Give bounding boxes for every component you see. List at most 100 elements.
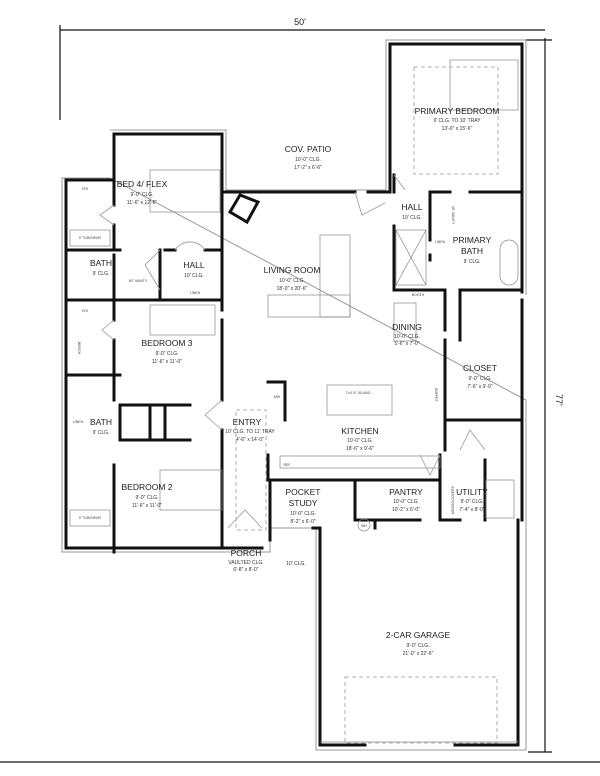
room-ceiling: 9' CLG. TO 10' TRAY — [433, 118, 481, 124]
room-name: BATH — [90, 417, 112, 427]
room-size: 5'-6" x 7'-0" — [394, 341, 419, 347]
linen-label: LINEN — [435, 240, 446, 244]
room-ceiling: 9'-0" CLG. — [130, 192, 153, 198]
porch-ceiling-note: 10' CLG. — [286, 561, 306, 567]
dimension-lines — [59, 25, 552, 753]
room-name: BED 4/ FLEX — [117, 179, 168, 189]
room-size: 18'-6" x 9'-6" — [346, 446, 374, 452]
room-ceiling: 10'-0" CLG. — [394, 334, 420, 340]
linen-label: LINEN — [73, 420, 84, 424]
room-name: COV. PATIO — [285, 144, 332, 154]
bench-label: BENCH — [77, 342, 81, 355]
room-pantry: PANTRY 10'-0" CLG. 10'-2" x 6'-0" — [389, 487, 423, 513]
room-name: ENTRY — [233, 417, 262, 427]
room-hall-1: HALL 10' CLG. — [183, 260, 205, 279]
room-kitchen: KITCHEN 10'-0" CLG. 18'-6" x 9'-6" — [341, 426, 378, 452]
tub-label: 5' TUB/SHWR — [79, 516, 102, 520]
room-name: 2-CAR GARAGE — [386, 630, 451, 640]
room-pocket-study: POCKET STUDY 10'-0" CLG. 8'-2" x 6'-0" — [286, 487, 321, 525]
room-size: 21'-0" x 22'-6" — [403, 651, 434, 657]
room-living: LIVING ROOM 10'-0" CLG. 18'-0" x 20'-6" — [264, 265, 321, 292]
room-bedroom-3: BEDROOM 3 9'-0" CLG. 11'-6" x 11'-0" — [141, 338, 192, 365]
room-garage: 2-CAR GARAGE 9'-0" CLG. 21'-0" x 22'-6" — [386, 630, 451, 657]
room-name: DINING — [392, 322, 422, 332]
room-bath-1: BATH 9' CLG. — [90, 258, 112, 277]
room-name: PANTRY — [389, 487, 423, 497]
room-bedroom-2: BEDROOM 2 9'-0" CLG. 11'-6" x 11'-0" — [121, 482, 172, 509]
rs-label: R/S — [82, 187, 89, 191]
width-dimension: 50' — [294, 17, 306, 27]
vanity-label: 40" VANITY — [451, 206, 455, 225]
room-name: PRIMARY — [453, 235, 492, 245]
room-name: PRIMARY BEDROOM — [415, 106, 500, 116]
buffet-label: BUFFET — [434, 388, 438, 402]
linen-label: LINEN — [190, 291, 201, 295]
room-dining: DINING 10'-0" CLG. 5'-6" x 7'-0" — [392, 322, 422, 347]
room-size: 11'-6" x 12'-6" — [127, 200, 158, 206]
lockers-label: MUDS/LOCKERS — [451, 485, 455, 514]
room-primary-bath: PRIMARY BATH 9' CLG. — [453, 235, 492, 265]
room-size: 7'-6" x 9'-0" — [467, 384, 492, 390]
room-size: 6'-8" x 8'-0" — [233, 567, 258, 573]
room-name: UTILITY — [456, 487, 488, 497]
room-size: 18'-0" x 20'-6" — [277, 286, 308, 292]
room-ceiling: VAULTED CLG. — [228, 560, 263, 566]
rs-label: R/S — [82, 309, 89, 313]
room-ceiling: 9'-0" CLG. — [460, 499, 483, 505]
room-ceiling: 9'-0" CLG. — [468, 376, 491, 382]
depth-dimension: 77' — [554, 394, 564, 406]
water-heater-label: WH — [361, 524, 367, 528]
room-size: 8'-2" x 6'-0" — [290, 519, 315, 525]
room-name-line2: BATH — [461, 246, 483, 256]
room-name: HALL — [183, 260, 205, 270]
room-ceiling: 10'-0" CLG. — [393, 499, 419, 505]
room-entry: ENTRY 10' CLG. TO 11' TRAY 4'-6" x 14'-0… — [225, 417, 275, 443]
room-ceiling: 9' CLG. — [93, 271, 110, 277]
room-ceiling: 10'-0" CLG. — [279, 278, 305, 284]
room-porch: PORCH VAULTED CLG. 6'-8" x 8'-0" 10' CLG… — [228, 548, 305, 573]
room-name: LIVING ROOM — [264, 265, 321, 275]
exterior-siding — [61, 39, 527, 751]
room-cov-patio: COV. PATIO 10'-0" CLG. 17'-2" x 6'-6" — [285, 144, 332, 171]
room-size: 7'-4" x 8'-0" — [459, 507, 484, 513]
booth-label: BOOTH — [412, 293, 425, 297]
exterior-walls — [64, 42, 524, 747]
room-hall-2: HALL 10' CLG. — [401, 202, 423, 221]
room-size: 11'-6" x 11'-0" — [152, 359, 182, 365]
room-size: 11'-6" x 11'-0" — [132, 503, 162, 509]
room-ceiling: 9'-0" CLG. — [155, 351, 178, 357]
room-name: PORCH — [231, 548, 262, 558]
tub-label: 5' TUB/SHWR — [79, 236, 102, 240]
room-name: CLOSET — [463, 363, 497, 373]
interior-walls — [64, 173, 524, 550]
room-ceiling: 10' CLG. — [184, 273, 204, 279]
room-ceiling: 10'-0" CLG. — [295, 157, 321, 163]
room-ceiling: 10' CLG. TO 11' TRAY — [225, 429, 275, 435]
room-primary-bedroom: PRIMARY BEDROOM 9' CLG. TO 10' TRAY 13'-… — [415, 106, 500, 132]
room-name: KITCHEN — [341, 426, 378, 436]
room-name-line2: STUDY — [289, 498, 318, 508]
room-ceiling: 10'-0" CLG. — [290, 511, 316, 517]
vanity-label: 60" VANITY — [129, 279, 148, 283]
room-name: BATH — [90, 258, 112, 268]
room-ceiling: 9' CLG. — [93, 430, 110, 436]
room-ceiling: 9' CLG. — [464, 259, 481, 265]
island-label: 7'x3'-6" ISLAND — [346, 391, 371, 395]
room-ceiling: 9'-0" CLG. — [135, 495, 158, 501]
room-name: POCKET — [286, 487, 321, 497]
ref-label: REF — [284, 463, 291, 467]
room-utility: UTILITY 9'-0" CLG. 7'-4" x 8'-0" — [456, 487, 488, 513]
furniture — [69, 59, 519, 744]
room-size: 10'-2" x 6'-0" — [392, 507, 420, 513]
room-size: 17'-2" x 6'-6" — [294, 165, 322, 171]
room-size: 13'-0" x 15'-6" — [442, 126, 473, 132]
room-ceiling: 9'-0" CLG. — [406, 643, 429, 649]
room-ceiling: 10' CLG. — [402, 215, 422, 221]
room-closet: CLOSET 9'-0" CLG. 7'-6" x 9'-0" — [463, 363, 497, 390]
room-name: BEDROOM 3 — [141, 338, 192, 348]
room-size: 4'-6" x 14'-0" — [236, 437, 264, 443]
doors — [99, 174, 486, 529]
room-name: BEDROOM 2 — [121, 482, 172, 492]
room-bed4-flex: BED 4/ FLEX 9'-0" CLG. 11'-6" x 12'-6" — [117, 179, 168, 206]
